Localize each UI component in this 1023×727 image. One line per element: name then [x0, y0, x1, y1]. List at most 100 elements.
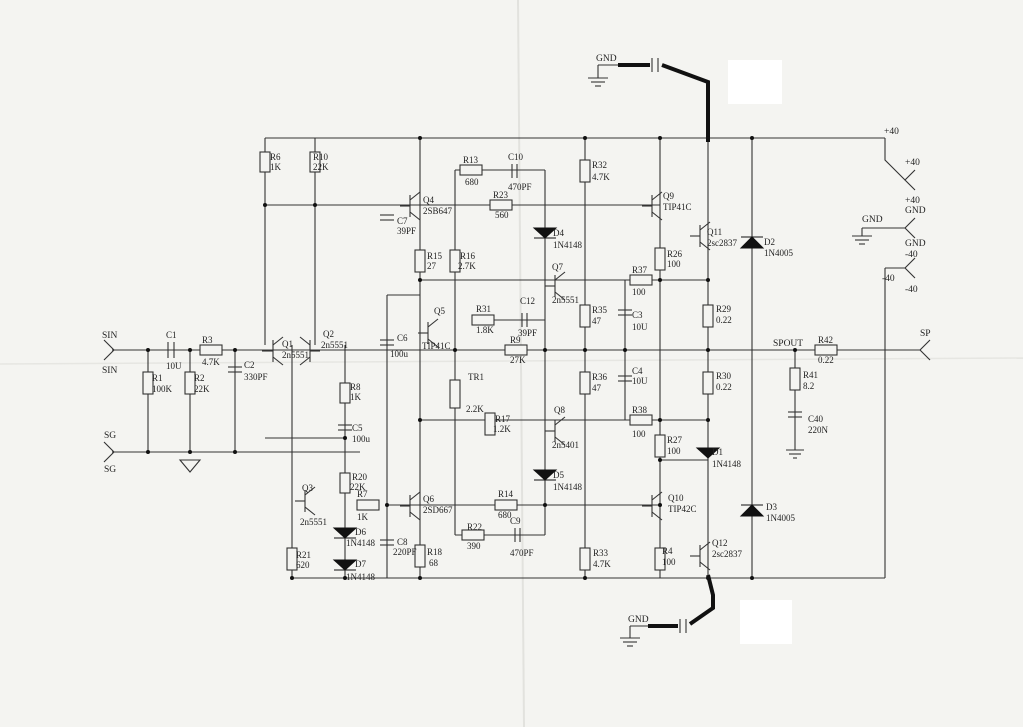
- label-q2-part: 2n5551: [321, 340, 348, 350]
- label-c1-value: 10U: [166, 361, 182, 371]
- label-d4-ref: D4: [553, 228, 564, 238]
- transistor-symbols: [262, 191, 711, 571]
- label-c4-value: 10U: [632, 376, 648, 386]
- label-r7-ref: R7: [357, 489, 368, 499]
- label-q4-part: 2SB647: [423, 206, 453, 216]
- label-r36-value: 47: [592, 383, 602, 393]
- label-sin-bottom: SIN: [102, 366, 117, 376]
- label-d7-ref: D7: [355, 559, 366, 569]
- label-q5-ref: Q5: [434, 306, 445, 316]
- label-c10-ref: C10: [508, 152, 524, 162]
- label-r2-ref: R2: [194, 373, 205, 383]
- label-q3-ref: Q3: [302, 483, 313, 493]
- label-tr1-value: 2.2K: [466, 404, 484, 414]
- label-q8-part: 2n5401: [552, 440, 579, 450]
- label-r27-value: 100: [667, 446, 681, 456]
- label-r42-ref: R42: [818, 335, 833, 345]
- label-sg-bottom: SG: [104, 465, 116, 475]
- label-q9-part: TIP41C: [663, 202, 692, 212]
- label-r42-value: 0.22: [818, 355, 834, 365]
- label-gnd-bottom: GND: [628, 615, 649, 625]
- label-r41-ref: R41: [803, 370, 818, 380]
- label-q5-part: TIP41C: [422, 341, 451, 351]
- label-sg-top: SG: [104, 431, 116, 441]
- label-r38-ref: R38: [632, 405, 648, 415]
- label-q2-ref: Q2: [323, 329, 334, 339]
- label-q10-ref: Q10: [668, 493, 684, 503]
- label-neg40-upper: -40: [905, 250, 918, 260]
- label-r31-ref: R31: [476, 304, 491, 314]
- label-sin-top: SIN: [102, 331, 117, 341]
- label-r3-value: 4.7K: [202, 357, 220, 367]
- label-r35-ref: R35: [592, 305, 608, 315]
- label-r14-ref: R14: [498, 489, 514, 499]
- label-pos40-lower: +40: [905, 196, 920, 206]
- label-r15-ref: R15: [427, 251, 443, 261]
- label-pos40-rail: +40: [884, 127, 899, 137]
- label-c12-ref: C12: [520, 296, 535, 306]
- label-r18-ref: R18: [427, 547, 443, 557]
- label-r8-value: 1K: [350, 392, 362, 402]
- label-r2-value: 22K: [194, 384, 210, 394]
- label-d3-part: 1N4005: [766, 513, 795, 523]
- label-r22-ref: R22: [467, 522, 482, 532]
- label-q11-part: 2sc2837: [707, 238, 737, 248]
- ground-symbols: [178, 64, 905, 647]
- label-d1-ref: D1: [712, 447, 723, 457]
- diode-symbols: [332, 227, 765, 571]
- label-q12-ref: Q12: [712, 538, 728, 548]
- label-r16-value: 2.7K: [458, 261, 476, 271]
- label-r27-ref: R27: [667, 435, 683, 445]
- label-c5-value: 100u: [352, 434, 371, 444]
- label-c10-value: 470PF: [508, 182, 532, 192]
- label-r37-value: 100: [632, 287, 646, 297]
- label-d2-ref: D2: [764, 237, 775, 247]
- label-r10-value: 22K: [313, 162, 329, 172]
- label-r29-value: 0.22: [716, 315, 732, 325]
- jumper-wires: [618, 63, 715, 628]
- label-q1-part: 2n5551: [282, 350, 309, 360]
- label-r15-value: 27: [427, 261, 437, 271]
- label-r23-value: 560: [495, 210, 509, 220]
- label-gnd-right: GND: [862, 215, 883, 225]
- paper-patch-top: [728, 60, 782, 104]
- label-r4-value: 100: [662, 557, 676, 567]
- resistor-bodies: [142, 151, 838, 571]
- jumper-capacitors: [651, 58, 687, 633]
- label-tr1-ref: TR1: [468, 372, 484, 382]
- label-c40-value: 220N: [808, 425, 829, 435]
- label-r33-ref: R33: [593, 548, 609, 558]
- label-gnd-top: GND: [596, 54, 617, 64]
- label-c3-ref: C3: [632, 310, 643, 320]
- label-d1-part: 1N4148: [712, 459, 741, 469]
- label-d4-part: 1N4148: [553, 240, 582, 250]
- connectors: [103, 169, 931, 463]
- label-d5-ref: D5: [553, 470, 564, 480]
- label-q1-ref: Q1: [282, 339, 293, 349]
- label-spout: SPOUT: [773, 339, 803, 349]
- label-r30-ref: R30: [716, 371, 732, 381]
- label-c7-ref: C7: [397, 216, 408, 226]
- label-r23-ref: R23: [493, 190, 509, 200]
- label-r38-value: 100: [632, 429, 646, 439]
- label-q9-ref: Q9: [663, 191, 674, 201]
- label-r7-value: 1K: [357, 512, 369, 522]
- label-q11-ref: Q11: [707, 227, 722, 237]
- label-r20-ref: R20: [352, 472, 368, 482]
- label-c12-value: 39PF: [518, 328, 537, 338]
- label-c9-ref: C9: [510, 516, 521, 526]
- label-q10-part: TIP42C: [668, 504, 697, 514]
- label-r17-ref: R17: [495, 414, 511, 424]
- label-r33-value: 4.7K: [593, 559, 611, 569]
- label-q7-ref: Q7: [552, 262, 563, 272]
- label-c4-ref: C4: [632, 366, 643, 376]
- junction-dots: [146, 136, 797, 580]
- label-c3-value: 10U: [632, 322, 648, 332]
- label-neg40-rail: -40: [882, 274, 895, 284]
- label-r35-value: 47: [592, 316, 602, 326]
- label-c1-ref: C1: [166, 330, 177, 340]
- label-gnd-conn-upper: GND: [905, 206, 926, 216]
- label-r18-value: 68: [429, 558, 439, 568]
- label-d3-ref: D3: [766, 502, 777, 512]
